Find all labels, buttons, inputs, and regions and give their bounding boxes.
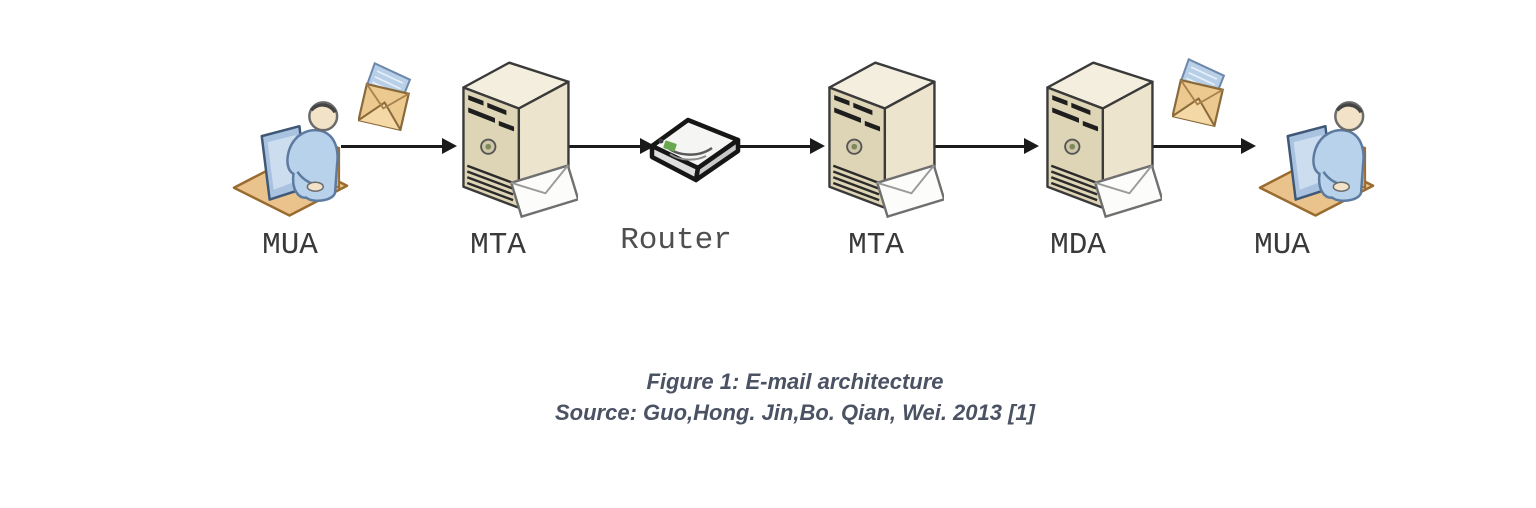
- node-label-mda: MDA: [1050, 228, 1106, 263]
- node-label-router: Router: [620, 223, 732, 258]
- server-tower-icon: [452, 54, 578, 226]
- node-label-mta-outbound: MTA: [470, 228, 526, 263]
- arrow-mta-to-mda-icon: [930, 138, 1039, 154]
- figure-caption: Figure 1: E-mail architecture Source: Gu…: [555, 366, 1035, 428]
- user-at-computer-icon: [1254, 86, 1378, 218]
- server-tower-icon: [1036, 54, 1162, 226]
- router-icon: [646, 110, 744, 190]
- open-envelope-icon: [1172, 58, 1230, 132]
- arrow-mta-to-router-icon: [566, 138, 655, 154]
- server-tower-icon: [818, 54, 944, 226]
- user-at-computer-icon: [228, 86, 352, 218]
- figure-caption-source: Source: Guo,Hong. Jin,Bo. Qian, Wei. 201…: [554, 400, 1036, 425]
- node-label-mta-inbound: MTA: [848, 228, 904, 263]
- node-label-mua-sender: MUA: [262, 228, 318, 263]
- open-envelope-icon: [358, 62, 416, 136]
- node-label-mua-receiver: MUA: [1254, 228, 1310, 263]
- figure-caption-title: Figure 1: E-mail architecture: [646, 369, 944, 394]
- arrow-mda-to-mua-icon: [1143, 138, 1256, 154]
- arrow-router-to-mta-icon: [740, 138, 825, 154]
- arrow-mua-to-mta-icon: [341, 138, 457, 154]
